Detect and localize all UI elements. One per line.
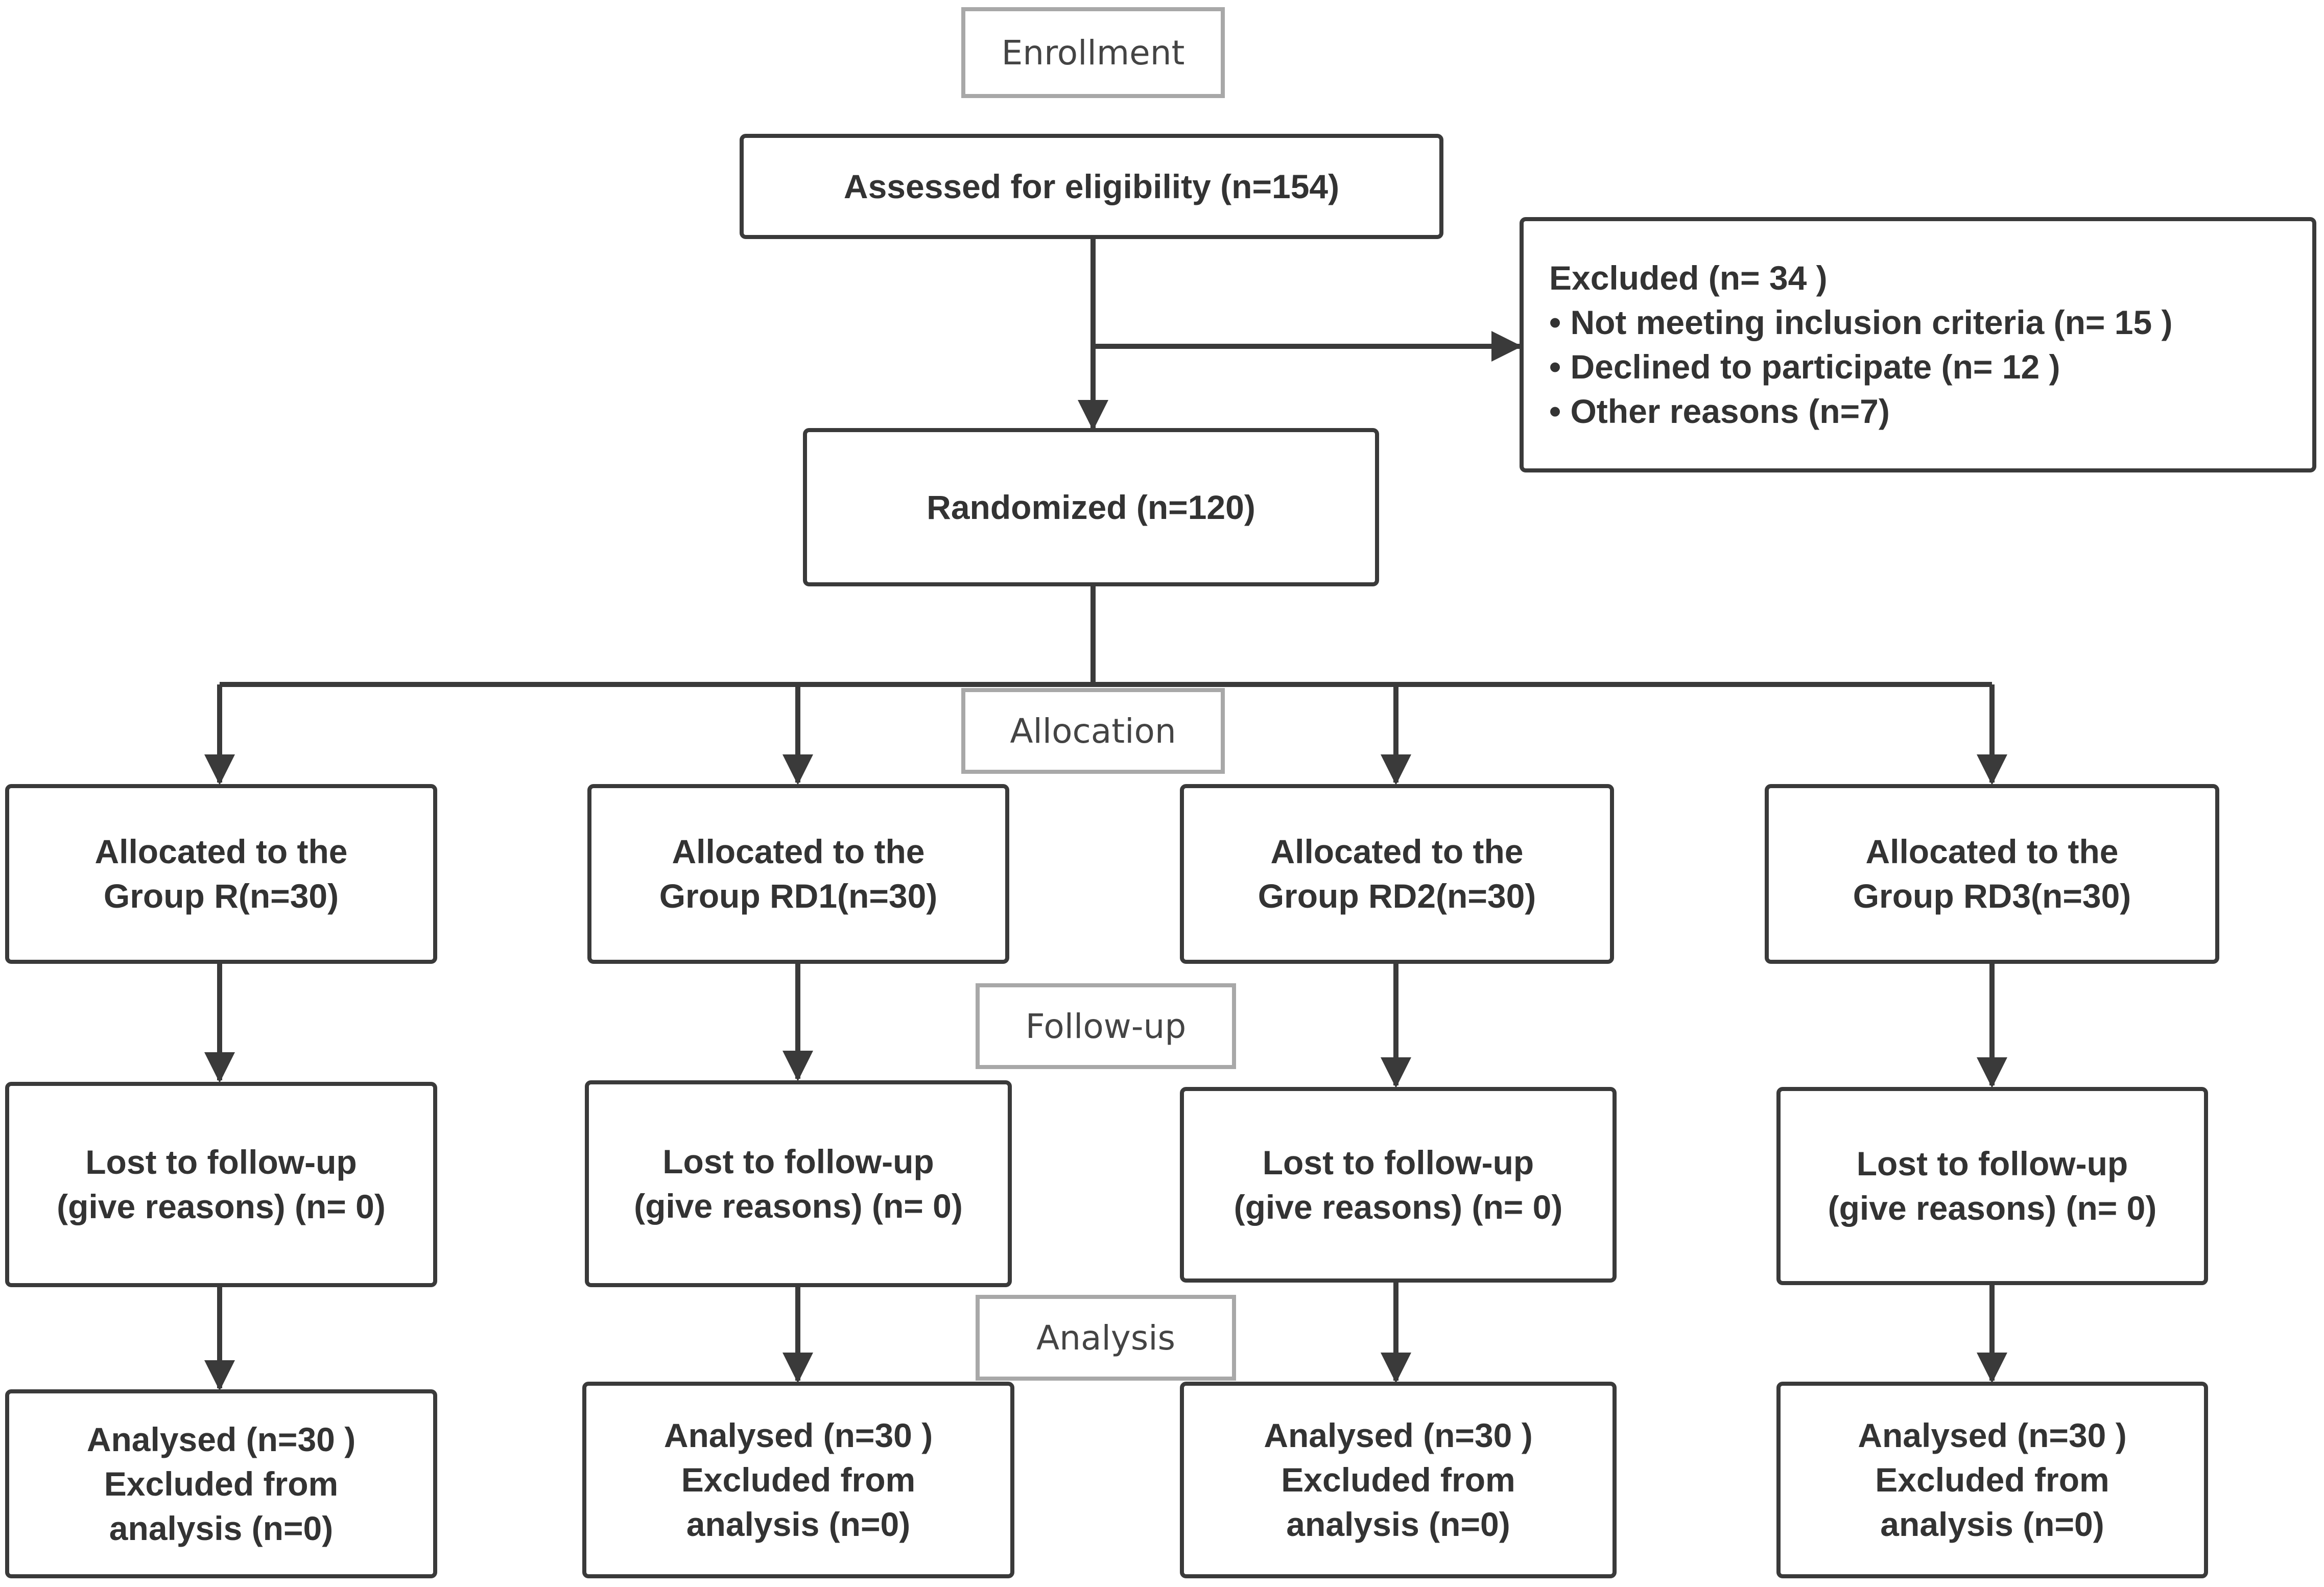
stage-allocation-label: Allocation xyxy=(1010,711,1176,751)
stage-analysis: Analysis xyxy=(976,1295,1236,1381)
excluded-from-label: Excluded from xyxy=(1875,1461,2109,1499)
excluded-item: • Other reasons (n=7) xyxy=(1549,392,1890,430)
group-count: Group RD2(n=30) xyxy=(1258,877,1536,915)
lost-count: (give reasons) (n= 0) xyxy=(1234,1188,1563,1226)
stage-allocation: Allocation xyxy=(961,688,1225,774)
excluded-item: • Declined to participate (n= 12 ) xyxy=(1549,348,2060,386)
excluded-from-count: analysis (n=0) xyxy=(1880,1505,2104,1543)
excluded-item: • Not meeting inclusion criteria (n= 15 … xyxy=(1549,303,2173,341)
analysed-count: Analysed (n=30 ) xyxy=(1264,1416,1533,1454)
excluded-from-label: Excluded from xyxy=(681,1461,916,1499)
allocated-box-group-rd3: Allocated to the Group RD3(n=30) xyxy=(1765,784,2219,964)
excluded-from-count: analysis (n=0) xyxy=(1286,1505,1510,1543)
randomized-box: Randomized (n=120) xyxy=(803,428,1379,586)
allocated-label: Allocated to the xyxy=(94,833,348,870)
excluded-box: Excluded (n= 34 ) • Not meeting inclusio… xyxy=(1520,217,2316,472)
allocated-label: Allocated to the xyxy=(1270,833,1524,870)
lost-box-group-r: Lost to follow-up (give reasons) (n= 0) xyxy=(5,1082,437,1287)
allocated-box-group-rd1: Allocated to the Group RD1(n=30) xyxy=(587,784,1009,964)
stage-follow-up-label: Follow-up xyxy=(1025,1006,1187,1046)
lost-label: Lost to follow-up xyxy=(662,1142,934,1180)
assessed-box: Assessed for eligibility (n=154) xyxy=(740,134,1443,239)
excluded-title: Excluded (n= 34 ) xyxy=(1549,259,1828,297)
lost-count: (give reasons) (n= 0) xyxy=(57,1188,386,1225)
excluded-from-count: analysis (n=0) xyxy=(686,1505,911,1543)
excluded-from-label: Excluded from xyxy=(1281,1461,1515,1499)
lost-box-group-rd2: Lost to follow-up (give reasons) (n= 0) xyxy=(1180,1087,1617,1283)
stage-follow-up: Follow-up xyxy=(976,983,1236,1069)
stage-enrollment-label: Enrollment xyxy=(1001,33,1185,73)
allocated-label: Allocated to the xyxy=(672,833,925,870)
excluded-from-label: Excluded from xyxy=(104,1464,339,1503)
excluded-from-count: analysis (n=0) xyxy=(109,1509,334,1547)
analysed-box-group-rd3: Analysed (n=30 ) Excluded from analysis … xyxy=(1776,1382,2208,1578)
analysed-count: Analysed (n=30 ) xyxy=(86,1420,356,1458)
stage-analysis-label: Analysis xyxy=(1036,1318,1175,1358)
lost-label: Lost to follow-up xyxy=(1856,1145,2128,1182)
randomized-text: Randomized (n=120) xyxy=(927,488,1255,526)
allocated-box-group-r: Allocated to the Group R(n=30) xyxy=(5,784,437,964)
group-count: Group RD3(n=30) xyxy=(1853,877,2131,915)
group-count: Group R(n=30) xyxy=(103,877,339,915)
assessed-text: Assessed for eligibility (n=154) xyxy=(843,167,1340,205)
analysed-box-group-rd2: Analysed (n=30 ) Excluded from analysis … xyxy=(1180,1382,1617,1578)
lost-label: Lost to follow-up xyxy=(1262,1143,1534,1181)
lost-box-group-rd1: Lost to follow-up (give reasons) (n= 0) xyxy=(585,1080,1012,1287)
stage-enrollment: Enrollment xyxy=(961,7,1225,98)
analysed-box-group-rd1: Analysed (n=30 ) Excluded from analysis … xyxy=(582,1382,1014,1578)
lost-box-group-rd3: Lost to follow-up (give reasons) (n= 0) xyxy=(1776,1087,2208,1285)
lost-count: (give reasons) (n= 0) xyxy=(634,1187,963,1225)
allocated-label: Allocated to the xyxy=(1865,833,2119,870)
lost-label: Lost to follow-up xyxy=(85,1143,357,1181)
allocated-box-group-rd2: Allocated to the Group RD2(n=30) xyxy=(1180,784,1614,964)
analysed-box-group-r: Analysed (n=30 ) Excluded from analysis … xyxy=(5,1389,437,1578)
analysed-count: Analysed (n=30 ) xyxy=(663,1416,933,1454)
lost-count: (give reasons) (n= 0) xyxy=(1828,1189,2157,1227)
group-count: Group RD1(n=30) xyxy=(659,877,938,915)
analysed-count: Analysed (n=30 ) xyxy=(1858,1416,2127,1454)
